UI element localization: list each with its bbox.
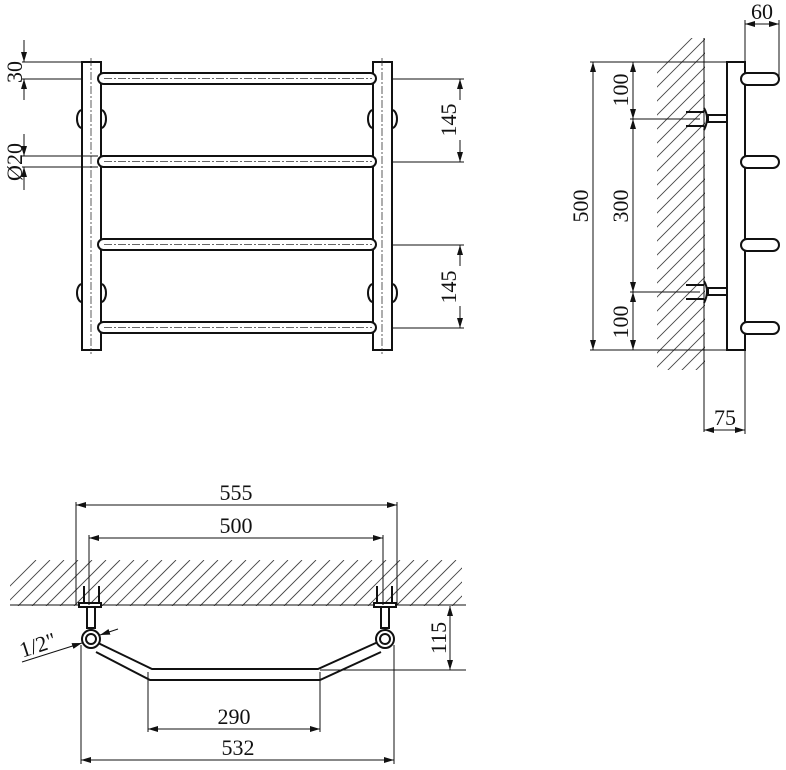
wall-hatch-side bbox=[657, 38, 705, 370]
side-mounts bbox=[686, 107, 728, 304]
side-post bbox=[726, 61, 746, 351]
dim-bar-spacing-bottom: 145 bbox=[436, 271, 461, 304]
wall-hatch-top bbox=[10, 560, 462, 606]
dim-mount-to-bottom: 100 bbox=[608, 306, 633, 339]
front-bars bbox=[97, 72, 377, 334]
dim-overall-width: 555 bbox=[220, 480, 253, 505]
side-view: 500 100 300 100 60 75 bbox=[568, 0, 780, 434]
top-view: 555 500 1/2" 115 290 532 bbox=[10, 480, 466, 764]
dim-top-offset: 30 bbox=[2, 61, 27, 83]
dim-depth: 115 bbox=[426, 622, 451, 654]
side-bars bbox=[740, 72, 780, 335]
right-connection bbox=[375, 629, 395, 649]
dim-total-height: 500 bbox=[568, 190, 593, 223]
top-mounts bbox=[78, 586, 397, 629]
front-view: 30 Ø20 145 145 bbox=[2, 40, 464, 354]
dim-wall-clearance: 75 bbox=[714, 405, 736, 430]
left-post bbox=[81, 61, 102, 351]
dim-top-to-mount: 100 bbox=[608, 74, 633, 107]
dim-bar-spacing-top: 145 bbox=[436, 104, 461, 137]
dim-tube-diameter: Ø20 bbox=[2, 143, 27, 181]
rail-outer-edge bbox=[95, 651, 382, 681]
dim-connection-centers: 500 bbox=[220, 513, 253, 538]
left-connection bbox=[81, 629, 101, 649]
dim-body-width: 532 bbox=[222, 735, 255, 760]
mount-brackets bbox=[76, 109, 398, 303]
dim-thread: 1/2" bbox=[16, 627, 59, 662]
dim-mount-spacing: 300 bbox=[608, 190, 633, 223]
rail-inner-edge bbox=[95, 641, 379, 670]
dim-bar-projection: 60 bbox=[751, 0, 773, 24]
right-post bbox=[372, 61, 393, 351]
dim-straight-section: 290 bbox=[218, 704, 251, 729]
